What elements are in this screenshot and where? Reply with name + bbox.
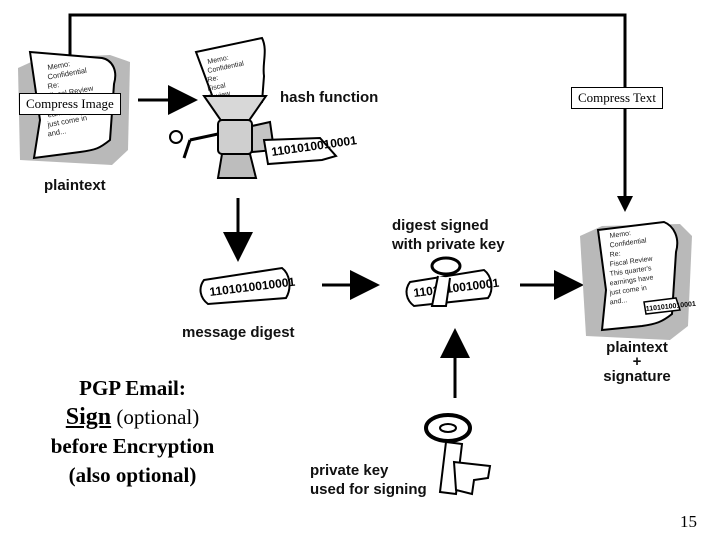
signed-document-line: and...: [609, 297, 627, 306]
private-key-label-line1: private key: [310, 462, 389, 479]
slide-caption: PGP Email: Sign (optional) before Encryp…: [20, 374, 245, 490]
message-digest-label: message digest: [182, 324, 295, 341]
plaintext-signature-line3: signature: [603, 368, 671, 385]
plaintext-label: plaintext: [44, 177, 106, 194]
hash-function-label: hash function: [280, 89, 379, 106]
plaintext-signature-line1: plaintext: [606, 339, 668, 356]
hash-function-grinder-icon: 1101010010001: [169, 95, 358, 179]
caption-optional: (optional): [116, 405, 200, 429]
plaintext-document-line: Memo:: [47, 59, 71, 72]
private-key-label: private key used for signing: [310, 461, 427, 499]
caption-line2: Sign (optional): [20, 403, 245, 432]
funnel-document-line: Re:: [207, 75, 219, 84]
private-key-icon: [424, 413, 492, 496]
top-bypass-line: [68, 13, 627, 200]
signed-document-line: Memo:: [609, 230, 631, 240]
plaintext-signature-label: plaintext + signature: [596, 338, 678, 386]
top-bypass-arrowhead: [617, 196, 633, 212]
caption-sign: Sign: [65, 404, 112, 430]
digest-signed-label-line1: digest signed: [392, 217, 489, 234]
plaintext-document-line: and...: [47, 126, 67, 138]
page-number: 15: [680, 512, 697, 531]
funnel-document-line: Fiscal: [207, 82, 227, 93]
plaintext-document-line: Re:: [47, 80, 60, 91]
caption-line4: (also optional): [68, 463, 197, 487]
private-key-label-line2: used for signing: [310, 481, 427, 498]
funnel-document-line: Memo:: [207, 55, 229, 66]
signed-digest-icon: 1101010010001: [405, 256, 500, 308]
message-digest-icon: 1101010010001: [199, 266, 296, 306]
digest-signed-label: digest signed with private key: [392, 216, 505, 254]
signed-document-line: Re:: [609, 251, 621, 259]
digest-signed-label-line2: with private key: [392, 236, 505, 253]
caption-line1: PGP Email:: [79, 376, 186, 400]
compress-image-button[interactable]: Compress Image: [19, 93, 121, 115]
plaintext-signature-plus: +: [632, 353, 642, 370]
caption-line3: before Encryption: [50, 434, 215, 458]
compress-text-button[interactable]: Compress Text: [571, 87, 663, 109]
